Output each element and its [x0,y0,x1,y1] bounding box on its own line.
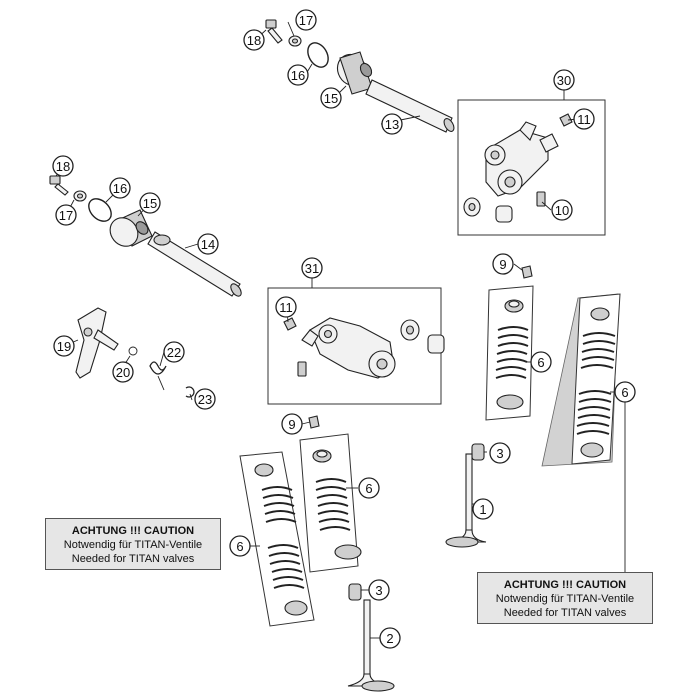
caution-note-left-heading: ACHTUNG !!! CAUTION [71,525,195,537]
callout-9-upper: 9 [492,253,514,275]
callout-17-left: 17 [55,204,77,226]
svg-text:6: 6 [621,385,628,400]
callout-15-left: 15 [139,192,161,214]
top-screw-18 [265,19,283,44]
svg-text:19: 19 [57,339,71,354]
callout-3-upper: 3 [489,442,511,464]
callout-15-top: 15 [320,87,342,109]
svg-text:30: 30 [557,73,571,88]
callout-11-lower: 11 [275,296,297,318]
callout-22: 22 [163,341,185,363]
callout-6-lower: 6 [358,477,380,499]
callout-19: 19 [53,335,75,357]
caution-note-left-line2: Needed for TITAN valves [71,553,195,565]
caution-note-right-heading: ACHTUNG !!! CAUTION [503,579,627,591]
svg-text:11: 11 [577,112,591,127]
caution-note-right-line2: Needed for TITAN valves [503,607,627,619]
caution-note-left-line1: Notwendig für TITAN-Ventile [63,539,203,551]
callout-18-left: 18 [52,155,74,177]
callout-13: 13 [381,113,403,135]
svg-text:13: 13 [385,117,399,132]
svg-text:15: 15 [324,91,338,106]
callout-2: 2 [379,627,401,649]
callout-3-lower: 3 [368,579,390,601]
svg-text:17: 17 [299,13,313,28]
svg-text:17: 17 [59,208,73,223]
svg-text:3: 3 [375,583,382,598]
caution-note-left: ACHTUNG !!! CAUTION Notwendig für TITAN-… [45,518,221,570]
svg-text:14: 14 [201,237,215,252]
callout-31: 31 [301,257,323,279]
callout-6-titan-left: 6 [229,535,251,557]
callout-23: 23 [194,388,216,410]
left-rocker-shaft-14 [147,231,242,297]
svg-text:2: 2 [386,631,393,646]
callout-11-upper: 11 [573,108,595,130]
svg-text:16: 16 [291,68,305,83]
top-oring-16 [307,42,329,68]
svg-text:18: 18 [56,159,70,174]
left-screw-18 [49,175,69,196]
valve-1 [445,453,487,548]
svg-text:3: 3 [496,446,503,461]
spring-kit-6-upper [485,285,534,421]
clip-23 [185,386,195,398]
svg-text:31: 31 [305,261,319,276]
valve-keepers-9-lower [308,415,320,429]
left-washer-17 [73,190,87,202]
svg-text:9: 9 [499,257,506,272]
callout-6-titan-right: 6 [614,381,636,403]
callout-16-left: 16 [109,177,131,199]
top-rocker-shaft-13 [365,79,455,133]
ring-20 [128,346,138,356]
callout-16-top: 16 [287,64,309,86]
svg-text:22: 22 [167,345,181,360]
callout-9-lower: 9 [281,413,303,435]
svg-text:10: 10 [555,203,569,218]
rocker-arm-31 [283,317,445,379]
spring-kit-6-titan-left [239,451,315,627]
left-oring-16 [88,198,112,222]
svg-text:6: 6 [236,539,243,554]
valve-seal-3-upper [471,443,485,461]
top-bushing-15 [336,51,373,95]
callout-20: 20 [112,361,134,383]
svg-text:11: 11 [279,300,293,315]
svg-text:23: 23 [198,392,212,407]
valve-seal-3-lower [348,583,362,601]
caution-note-right: ACHTUNG !!! CAUTION Notwendig für TITAN-… [477,572,653,624]
valve-keepers-9-upper [521,265,533,279]
decompressor-lever-19 [75,307,119,379]
callout-30: 30 [553,69,575,91]
top-washer-17 [288,35,302,47]
svg-text:16: 16 [113,181,127,196]
left-bushing-15 [109,209,153,247]
spring-kit-6-lower [299,433,362,573]
svg-text:1: 1 [479,502,486,517]
svg-text:20: 20 [116,365,130,380]
callout-17-top: 17 [295,9,317,31]
callout-10: 10 [551,199,573,221]
svg-text:6: 6 [537,355,544,370]
callout-6-upper: 6 [530,351,552,373]
svg-text:9: 9 [288,417,295,432]
spring-22 [149,361,167,391]
spring-kit-6-titan-right [541,293,621,467]
svg-text:15: 15 [143,196,157,211]
callout-18-top: 18 [243,29,265,51]
callout-14: 14 [197,233,219,255]
caution-note-right-line1: Notwendig für TITAN-Ventile [495,593,635,605]
callout-1: 1 [472,498,494,520]
svg-text:18: 18 [247,33,261,48]
svg-text:6: 6 [365,481,372,496]
